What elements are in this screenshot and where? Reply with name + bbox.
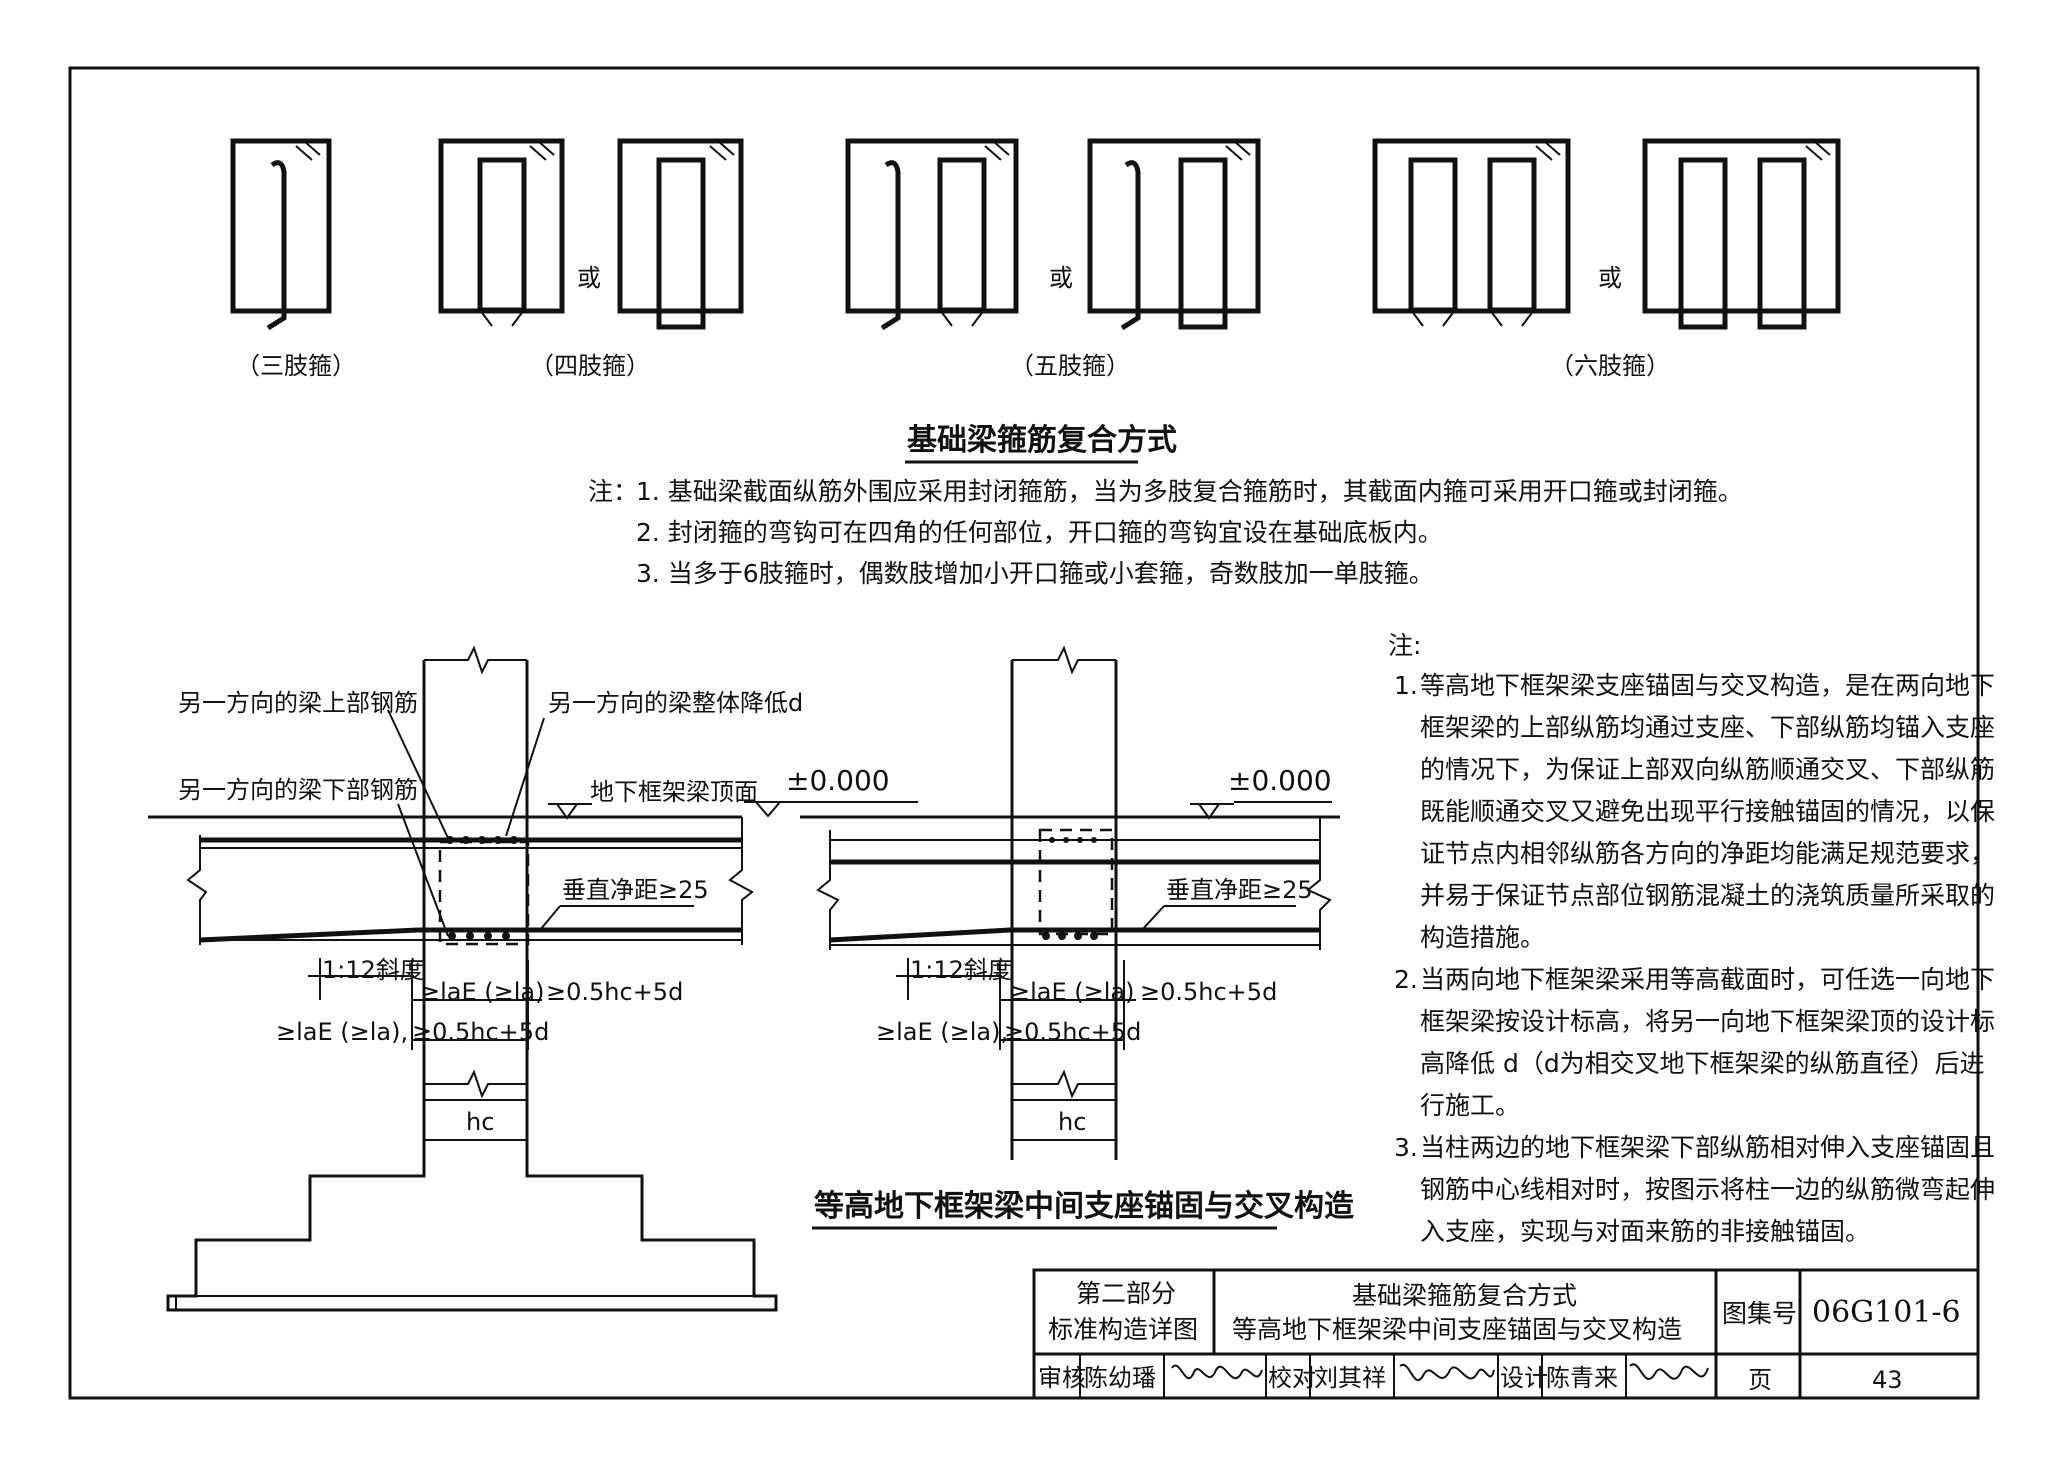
- svg-text:并易于保证节点部位钢筋混凝土的浇筑质量所采取的: 并易于保证节点部位钢筋混凝土的浇筑质量所采取的: [1420, 881, 1995, 910]
- svg-text:钢筋中心线相对时，按图示将柱一边的纵筋微弯起伸: 钢筋中心线相对时，按图示将柱一边的纵筋微弯起伸: [1420, 1175, 1995, 1204]
- sheet-frame: [68, 66, 1980, 1400]
- tb-part: 第二部分: [1076, 1279, 1176, 1308]
- svg-text:构造措施。: 构造措施。: [1420, 923, 1545, 952]
- svg-text:高降低 d（d为相交叉地下框架梁的纵筋直径）后进: 高降低 d（d为相交叉地下框架梁的纵筋直径）后进: [1420, 1049, 1985, 1078]
- svg-text:框架梁的上部纵筋均通过支座、下部纵筋均锚入支座: 框架梁的上部纵筋均通过支座、下部纵筋均锚入支座: [1420, 713, 1995, 742]
- tb-atlas-label: 图集号: [1722, 1299, 1797, 1328]
- or-label: 或: [1049, 264, 1073, 292]
- or-label: 或: [577, 264, 601, 292]
- clear-distance-right: 垂直净距≥25: [1166, 876, 1313, 904]
- notes-right-1: 1. 等高地下框架梁支座锚固与交叉构造，是在两向地下 框架梁的上部纵筋均通过支座…: [1394, 671, 1995, 952]
- dim-left2-left: ≥0.5hc+5d: [412, 1018, 549, 1046]
- tb-designer: 陈青来: [1546, 1364, 1618, 1392]
- tb-checker: 刘其祥: [1314, 1364, 1386, 1392]
- tb-atlas-no: 06G101-6: [1812, 1295, 1961, 1330]
- tb-reviewer: 陈幼璠: [1084, 1364, 1156, 1392]
- slope-left: 1:12斜度: [322, 956, 424, 984]
- svg-text:框架梁按设计标高，将另一向地下框架梁顶的设计标: 框架梁按设计标高，将另一向地下框架梁顶的设计标: [1420, 1007, 1995, 1036]
- or-label: 或: [1598, 264, 1622, 292]
- label-lower-beam: 另一方向的梁整体降低d: [548, 689, 803, 717]
- notes-right-3: 3. 当柱两边的地下框架梁下部纵筋相对伸入支座锚固且 钢筋中心线相对时，按图示将…: [1394, 1133, 1995, 1246]
- dim-anchor-right: ≥laE (≥la): [1010, 978, 1135, 1006]
- notes-top-item-3: 3. 当多于6肢箍时，偶数肢增加小开口箍或小套箍，奇数肢加一单肢箍。: [636, 559, 1434, 588]
- svg-text:证节点内相邻纵筋各方向的净距均能满足规范要求，: 证节点内相邻纵筋各方向的净距均能满足规范要求，: [1420, 839, 1995, 868]
- slope-right: 1:12斜度: [910, 956, 1012, 984]
- tb-review-label: 审核: [1038, 1364, 1086, 1392]
- svg-text:既能顺通交叉又避免出现平行接触锚固的情况，以保: 既能顺通交叉又避免出现平行接触锚固的情况，以保: [1420, 797, 1995, 826]
- tb-page-label: 页: [1748, 1366, 1772, 1394]
- hc-left: hc: [466, 1108, 494, 1136]
- stirrup-five-leg-b: [1087, 138, 1261, 331]
- stirrup-five-leg-a: [845, 138, 1019, 331]
- diagram-right: [800, 645, 1340, 1160]
- notes-top-prefix: 注：: [588, 477, 638, 506]
- diagram-left: [148, 645, 918, 1312]
- svg-text:当柱两边的地下框架梁下部纵筋相对伸入支座锚固且: 当柱两边的地下框架梁下部纵筋相对伸入支座锚固且: [1420, 1133, 1995, 1162]
- elevation-right: ±0.000: [1228, 764, 1332, 797]
- title-block: [1032, 1268, 1980, 1400]
- caption-six-leg: （六肢箍）: [1550, 352, 1670, 380]
- svg-text:1.: 1.: [1394, 671, 1418, 700]
- dim-anchor-left: ≥laE (≥la): [420, 978, 545, 1006]
- elevation-left: ±0.000: [786, 764, 890, 797]
- dim-left-right: ≥laE (≥la),: [876, 1018, 1008, 1046]
- clear-distance-left: 垂直净距≥25: [562, 876, 709, 904]
- notes-right-2: 2. 当两向地下框架梁采用等高截面时，可任选一向地下 框架梁按设计标高，将另一向…: [1394, 965, 1995, 1120]
- tb-title-1: 基础梁箍筋复合方式: [1352, 1281, 1577, 1310]
- tb-check-label: 校对: [1268, 1364, 1316, 1392]
- dim-anchor-short-right: ≥0.5hc+5d: [1140, 978, 1277, 1006]
- label-beam-top: 地下框架梁顶面: [590, 778, 758, 806]
- svg-text:等高地下框架梁支座锚固与交叉构造，是在两向地下: 等高地下框架梁支座锚固与交叉构造，是在两向地下: [1420, 671, 1995, 700]
- caption-four-leg: （四肢箍）: [530, 352, 650, 380]
- dim-anchor-short-left: ≥0.5hc+5d: [546, 978, 683, 1006]
- svg-text:的情况下，为保证上部双向纵筋顺通交叉、下部纵筋: 的情况下，为保证上部双向纵筋顺通交叉、下部纵筋: [1420, 755, 1995, 784]
- stirrup-six-leg-b: [1642, 138, 1841, 330]
- notes-right-prefix: 注:: [1388, 631, 1421, 660]
- dim-left-left: ≥laE (≥la),: [276, 1018, 408, 1046]
- stirrup-four-leg-b: [617, 138, 744, 330]
- tb-page-no: 43: [1872, 1366, 1903, 1394]
- notes-top-item-1: 1. 基础梁截面纵筋外围应采用封闭箍筋，当为多肢复合箍筋时，其截面内箍可采用开口…: [636, 477, 1743, 506]
- svg-text:2.: 2.: [1394, 965, 1418, 994]
- caption-three-leg: （三肢箍）: [236, 352, 356, 380]
- label-top-rebar: 另一方向的梁上部钢筋: [178, 689, 418, 717]
- stirrup-four-leg-a: [438, 138, 565, 327]
- caption-five-leg: （五肢箍）: [1010, 352, 1130, 380]
- stirrup-six-leg-a: [1372, 138, 1571, 327]
- tb-part-sub: 标准构造详图: [1048, 1315, 1198, 1344]
- notes-top-item-2: 2. 封闭箍的弯钩可在四角的任何部位，开口箍的弯钩宜设在基础底板内。: [636, 518, 1443, 547]
- svg-text:行施工。: 行施工。: [1420, 1091, 1520, 1120]
- tb-title-2: 等高地下框架梁中间支座锚固与交叉构造: [1232, 1315, 1682, 1344]
- stirrup-three-leg: [230, 138, 332, 331]
- svg-text:入支座，实现与对面来筋的非接触锚固。: 入支座，实现与对面来筋的非接触锚固。: [1420, 1217, 1870, 1246]
- hc-right: hc: [1058, 1108, 1086, 1136]
- diagram-title: 等高地下框架梁中间支座锚固与交叉构造: [814, 1189, 1354, 1224]
- svg-text:3.: 3.: [1394, 1133, 1418, 1162]
- svg-text:当两向地下框架梁采用等高截面时，可任选一向地下: 当两向地下框架梁采用等高截面时，可任选一向地下: [1420, 965, 1995, 994]
- tb-design-label: 设计: [1500, 1364, 1548, 1392]
- label-bottom-rebar: 另一方向的梁下部钢筋: [178, 776, 418, 804]
- section-title: 基础梁箍筋复合方式: [907, 423, 1177, 458]
- dim-left2-right: ≥0.5hc+5d: [1004, 1018, 1141, 1046]
